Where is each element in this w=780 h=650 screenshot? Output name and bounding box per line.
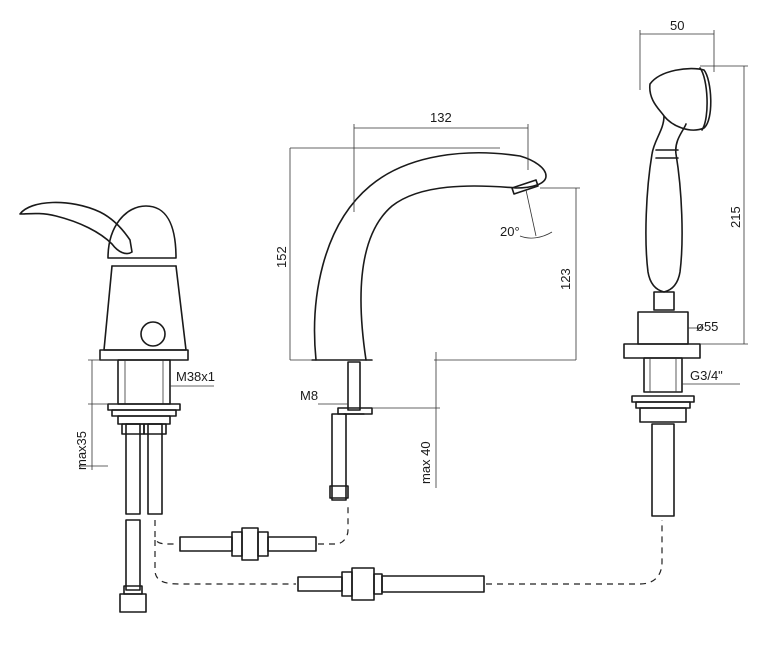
spout-dimensions: 132 152 123 20° M8 max 40 bbox=[274, 110, 580, 488]
hand-shower-base-diameter-label: ø55 bbox=[696, 319, 718, 334]
spout-angle-label: 20° bbox=[500, 224, 520, 239]
hose-path-spout bbox=[154, 520, 178, 545]
mixer-cap bbox=[107, 205, 177, 259]
mixer-hose-left bbox=[125, 423, 141, 515]
hand-shower-base bbox=[637, 311, 689, 345]
hand-shower-handle bbox=[645, 115, 687, 293]
mixer-max-deck-label: max35 bbox=[74, 431, 89, 470]
mixer-dimensions: M38x1 max35 bbox=[74, 359, 215, 470]
spout-supply-pipe bbox=[331, 413, 347, 501]
hand-shower-thread-label: G3/4" bbox=[690, 368, 723, 383]
hand-shower-width-label: 50 bbox=[670, 18, 684, 33]
spout-body bbox=[313, 152, 547, 361]
spout-stud bbox=[347, 361, 361, 411]
mixer-housing bbox=[103, 265, 187, 351]
spout-height-label: 152 bbox=[274, 246, 289, 268]
mixer-body bbox=[19, 201, 189, 613]
mixer-knob bbox=[140, 321, 166, 347]
spout-hose-connector bbox=[179, 527, 317, 561]
hand-shower-hose bbox=[651, 423, 675, 517]
shower-hose-connector bbox=[297, 567, 485, 601]
connection-hoses bbox=[154, 506, 663, 601]
hand-shower-head bbox=[649, 67, 712, 131]
spout-outlet-height-label: 123 bbox=[558, 268, 573, 290]
mixer-lever bbox=[19, 201, 133, 255]
hand-shower bbox=[623, 67, 712, 517]
spout bbox=[311, 152, 547, 501]
spout-stud-label: M8 bbox=[300, 388, 318, 403]
mixer-thread-label: M38x1 bbox=[176, 369, 215, 384]
mixer-hose-right bbox=[147, 423, 163, 515]
mixer-hose-nut bbox=[119, 593, 147, 613]
hose-path-shower bbox=[154, 540, 296, 585]
spout-max-deck-label: max 40 bbox=[418, 441, 433, 484]
hand-shower-length-label: 215 bbox=[728, 206, 743, 228]
spout-reach-label: 132 bbox=[430, 110, 452, 125]
hand-shower-dimensions: 50 215 ø55 G3/4" bbox=[639, 18, 748, 385]
spout-aerator bbox=[511, 179, 539, 195]
